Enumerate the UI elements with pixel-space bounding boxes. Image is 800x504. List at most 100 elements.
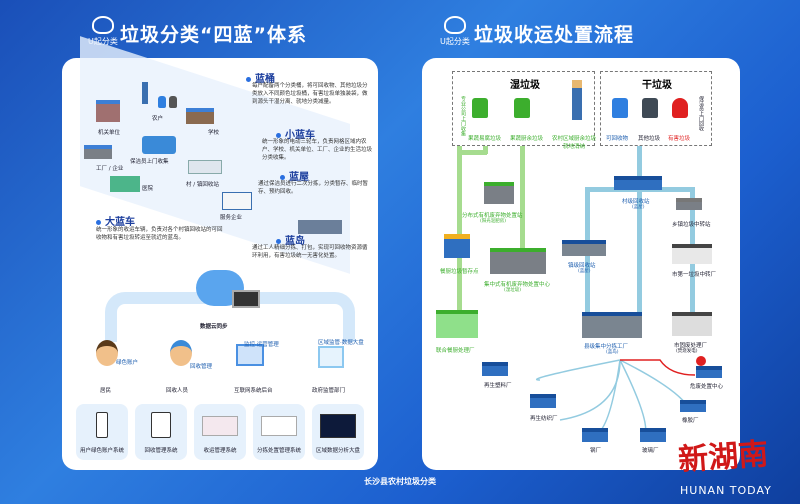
- pipe: [483, 146, 488, 154]
- plant-glass: 玻璃厂: [642, 448, 659, 454]
- resident-tag: 绿色账户: [116, 360, 139, 366]
- node-village-sub: (蓝屋): [632, 205, 645, 210]
- system-card[interactable]: 收运管理系统: [194, 404, 246, 460]
- wet-bin-label: 果蔬厨余垃圾: [510, 136, 544, 142]
- dry-bin-label: 可回收物: [606, 136, 629, 142]
- factory-icon: [84, 145, 112, 159]
- kitchen-bin-icon: [444, 234, 470, 258]
- pipe: [637, 146, 642, 336]
- gov-building-icon: [96, 100, 120, 122]
- wet-bin-label: 果蔬易腐垃圾: [468, 136, 502, 142]
- plant-icon: [530, 394, 556, 408]
- footer: 长沙县农村垃圾分类: [364, 477, 436, 486]
- node-farmer: 农户: [152, 116, 164, 122]
- organic-center-icon: [490, 248, 546, 274]
- plant-plastic: 再生塑料厂: [484, 383, 512, 389]
- blue-bin-icon: [158, 96, 166, 108]
- system-card[interactable]: 回收管理系统: [135, 404, 187, 460]
- role-collector: 回收人员: [166, 388, 189, 394]
- plant-textile: 再生纺织厂: [530, 416, 558, 422]
- wet-side: 专业公司上门收集: [460, 96, 466, 136]
- dry-title: 干垃圾: [642, 80, 672, 91]
- desc-small-truck: 统一形象的电动三轮车，负责网格区域内农户、学校、机关单位、工厂、企业的生活垃圾分…: [262, 139, 373, 161]
- node-factory: 工厂 / 企业: [96, 166, 124, 172]
- wet-box: [452, 71, 595, 146]
- table-screenshot: [261, 416, 297, 436]
- dry-box: [600, 71, 712, 146]
- dry-bin-label: 其他垃圾: [638, 136, 661, 142]
- desc-blue-house: 通过保洁员进行二次分拣，分类暂存、临时暂存、预约回收。: [258, 181, 369, 195]
- system-card[interactable]: 用户绿色账户系统: [76, 404, 128, 460]
- plant-icon: [640, 428, 666, 442]
- line-textile: [559, 359, 621, 421]
- head-blue-island: 蓝岛: [276, 232, 305, 247]
- town-station-icon: [562, 240, 606, 256]
- green-bin-icon: [514, 98, 530, 118]
- small-blue-truck-icon: [142, 136, 176, 154]
- dry-side: 保洁员上门回收: [698, 96, 704, 131]
- system-label: 分拣处置管理系统: [256, 448, 301, 454]
- blue-island-photo: [298, 220, 342, 234]
- wet-title: 湿垃圾: [510, 80, 540, 91]
- school-icon: [186, 108, 214, 124]
- node-waste-sub: (焚烧发电): [676, 349, 698, 354]
- node-cleaner: 保洁员上门收集: [130, 159, 169, 165]
- node-joint: 联合餐厨处理厂: [436, 348, 475, 354]
- node-city: 市第一垃圾中转厂: [672, 272, 717, 278]
- gov-tag: 区域监管·数据大盘: [318, 340, 364, 346]
- node-organic-sub: (湿垃圾): [504, 288, 522, 293]
- county-factory-icon: [582, 312, 642, 338]
- logo-text: U起分类: [440, 37, 470, 46]
- farmer-icon: [142, 82, 148, 104]
- collector-tag: 回收管理: [190, 364, 213, 370]
- head-big-truck: 大蓝车: [96, 213, 135, 228]
- system-card[interactable]: 分拣处置管理系统: [253, 404, 305, 460]
- logo: U起分类: [440, 16, 470, 47]
- phone-screenshot: [151, 412, 171, 438]
- left-title: 垃圾分类“四蓝”体系: [120, 24, 307, 46]
- watermark-en: HUNAN TODAY: [680, 484, 772, 497]
- system-label: 收运管理系统: [203, 448, 237, 454]
- logo: U起分类: [88, 16, 118, 47]
- node-county: 县级集中分拣工厂: [584, 344, 629, 350]
- gray-bin-icon: [642, 98, 658, 118]
- head-small-truck: 小蓝车: [276, 126, 315, 141]
- red-bag-icon: [672, 98, 688, 118]
- head-blue-house: 蓝屋: [280, 168, 309, 183]
- right-title: 垃圾收运处置流程: [474, 24, 635, 46]
- laptop-icon: [232, 290, 260, 308]
- green-bin-icon: [472, 98, 488, 118]
- plant-icon: [582, 428, 608, 442]
- node-station: 村 / 镇回收站: [186, 182, 219, 188]
- line-hazard: [620, 359, 696, 376]
- dashboard-screenshot: [320, 414, 356, 438]
- dashboard-icon: [318, 346, 344, 368]
- node-hospital: 医院: [142, 186, 154, 192]
- desc-big-truck: 统一形象的收运车辆，负责对各个村镇回收站的可回收物和有害垃圾转运至就近的蓝岛。: [96, 227, 223, 241]
- node-county-sub: (蓝岛): [606, 350, 619, 355]
- collector-avatar: [170, 340, 192, 366]
- desc-blue-island: 通过工人精细分拣、打包，实现可回收物资源循环利用，有害垃圾统一无害化处置。: [252, 245, 368, 259]
- hospital-icon: [110, 176, 140, 192]
- transfer-station-icon: [676, 198, 702, 210]
- role-gov: 政府监管部门: [312, 388, 346, 394]
- logo-text: U起分类: [88, 37, 118, 46]
- city-transfer-icon: [672, 244, 712, 264]
- joint-plant-icon: [436, 310, 478, 338]
- cloud-label: 数据云同步: [200, 324, 228, 330]
- role-backend: 互联网系统后台: [234, 388, 273, 394]
- system-card[interactable]: 区域数据分析大盘: [312, 404, 364, 460]
- backend-tag: 监控·运营管理: [244, 342, 279, 348]
- node-school: 学校: [208, 130, 220, 136]
- node-organic: 集中式有机废弃物处置中心: [484, 282, 551, 288]
- pipe: [457, 150, 487, 155]
- pipe: [520, 146, 525, 256]
- watermark-cn: 新湖南: [677, 436, 770, 479]
- village-station-icon: [614, 176, 662, 190]
- monitor-icon: [236, 344, 264, 366]
- pipe: [585, 187, 590, 327]
- wet-farmer-label: 农村区域厨余垃圾就地消纳: [552, 136, 597, 150]
- dry-bin-label: 有害垃圾: [668, 136, 691, 142]
- node-waste: 市固废处理厂: [674, 343, 708, 349]
- pipe: [457, 146, 462, 316]
